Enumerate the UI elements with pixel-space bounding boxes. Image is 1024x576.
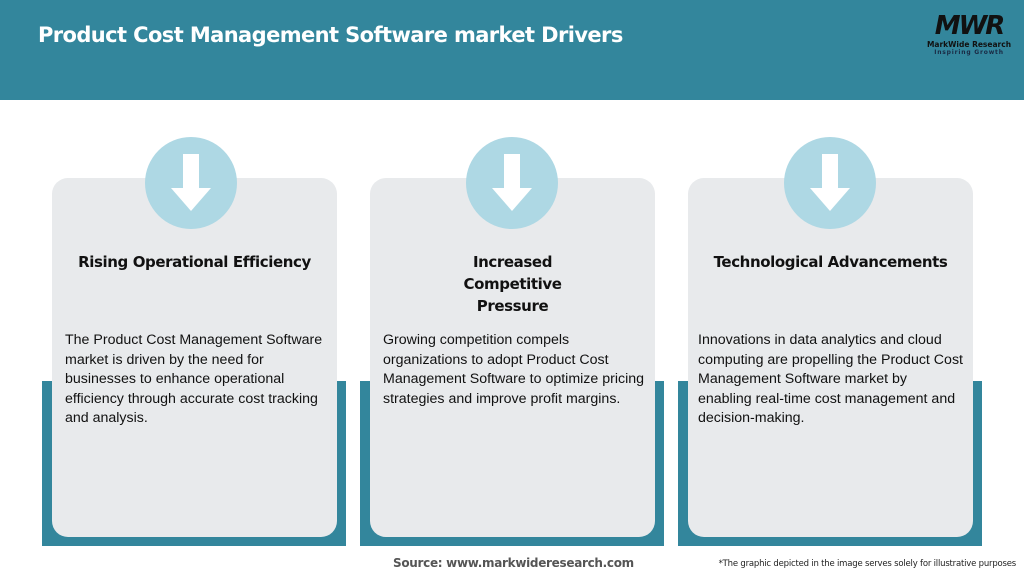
page-title: Product Cost Management Software market … bbox=[38, 23, 623, 47]
arrow-down-icon bbox=[784, 137, 876, 229]
card-title: Technological Advancements bbox=[713, 253, 948, 271]
logo: MWR MarkWide Research Inspiring Growth bbox=[924, 12, 1014, 60]
card-title: Increased Competitive Pressure bbox=[463, 253, 562, 315]
disclaimer: *The graphic depicted in the image serve… bbox=[718, 559, 1017, 569]
card-body: The Product Cost Management Software mar… bbox=[65, 332, 323, 426]
card-body: Innovations in data analytics and cloud … bbox=[698, 332, 963, 426]
driver-card: Increased Competitive Pressure Growing c… bbox=[370, 178, 655, 537]
logo-mark: MWR bbox=[934, 11, 1006, 41]
card-body: Growing competition compels organization… bbox=[383, 332, 645, 407]
source-credit: Source: www.markwideresearch.com bbox=[393, 556, 634, 570]
card-title: Rising Operational Efficiency bbox=[78, 253, 311, 271]
driver-card: Rising Operational Efficiency The Produc… bbox=[52, 178, 337, 537]
arrow-down-icon bbox=[145, 137, 237, 229]
driver-card: Technological Advancements Innovations i… bbox=[688, 178, 973, 537]
header-banner: Product Cost Management Software market … bbox=[0, 0, 1024, 100]
arrow-down-icon bbox=[466, 137, 558, 229]
logo-name: MarkWide Research bbox=[926, 40, 1012, 49]
logo-tagline: Inspiring Growth bbox=[934, 49, 1004, 56]
